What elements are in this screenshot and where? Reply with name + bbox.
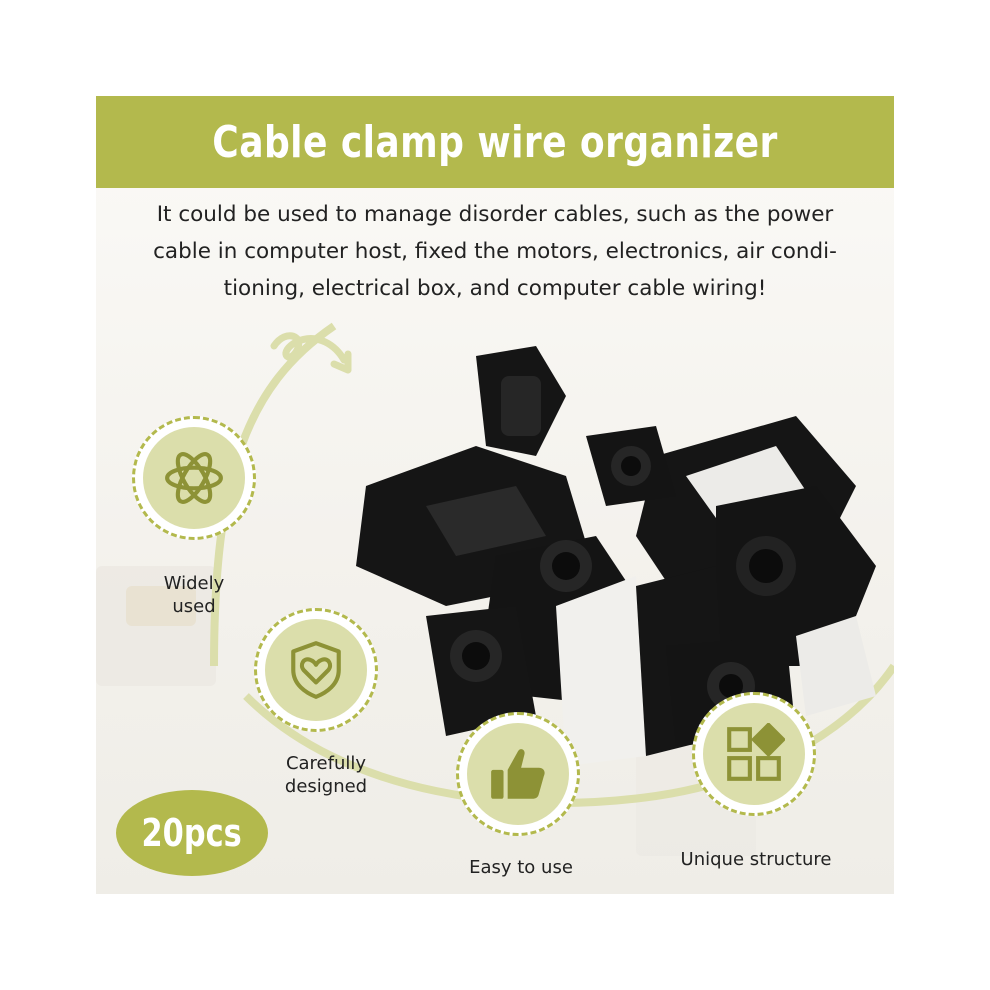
feature-badge-easy-to-use [456,712,580,836]
feature-badge-unique-structure [692,692,816,816]
feature-badge-widely-used [132,416,256,540]
quantity-badge: 20pcs [116,790,268,876]
feature-label: Unique structure [680,849,832,870]
feature-badge-carefully-designed [254,608,378,732]
feature-label: Widely used [163,573,225,617]
curly-arrow-icon [270,332,348,364]
blocks-icon [727,723,785,781]
product-banner: Cable clamp wire organizer It could be u… [96,96,894,894]
description-line: cable in computer host, fixed the motors… [153,239,837,264]
thumbs-up-icon [491,749,545,799]
quantity-badge-text: 20pcs [141,811,243,855]
shield-heart-icon [291,641,341,699]
cable-clamp-product-image [356,346,876,766]
atom-icon [165,452,223,504]
background-pillow [126,586,196,626]
feature-label: Carefully designed [284,753,368,797]
description-line: It could be used to manage disorder cabl… [156,202,834,227]
page-title: Cable clamp wire organizer [212,116,778,168]
description-line: tioning, electrical box, and computer ca… [223,276,767,301]
title-band [96,96,894,188]
product-description: It could be used to manage disorder cabl… [106,196,884,307]
feature-label: Easy to use [469,857,573,878]
